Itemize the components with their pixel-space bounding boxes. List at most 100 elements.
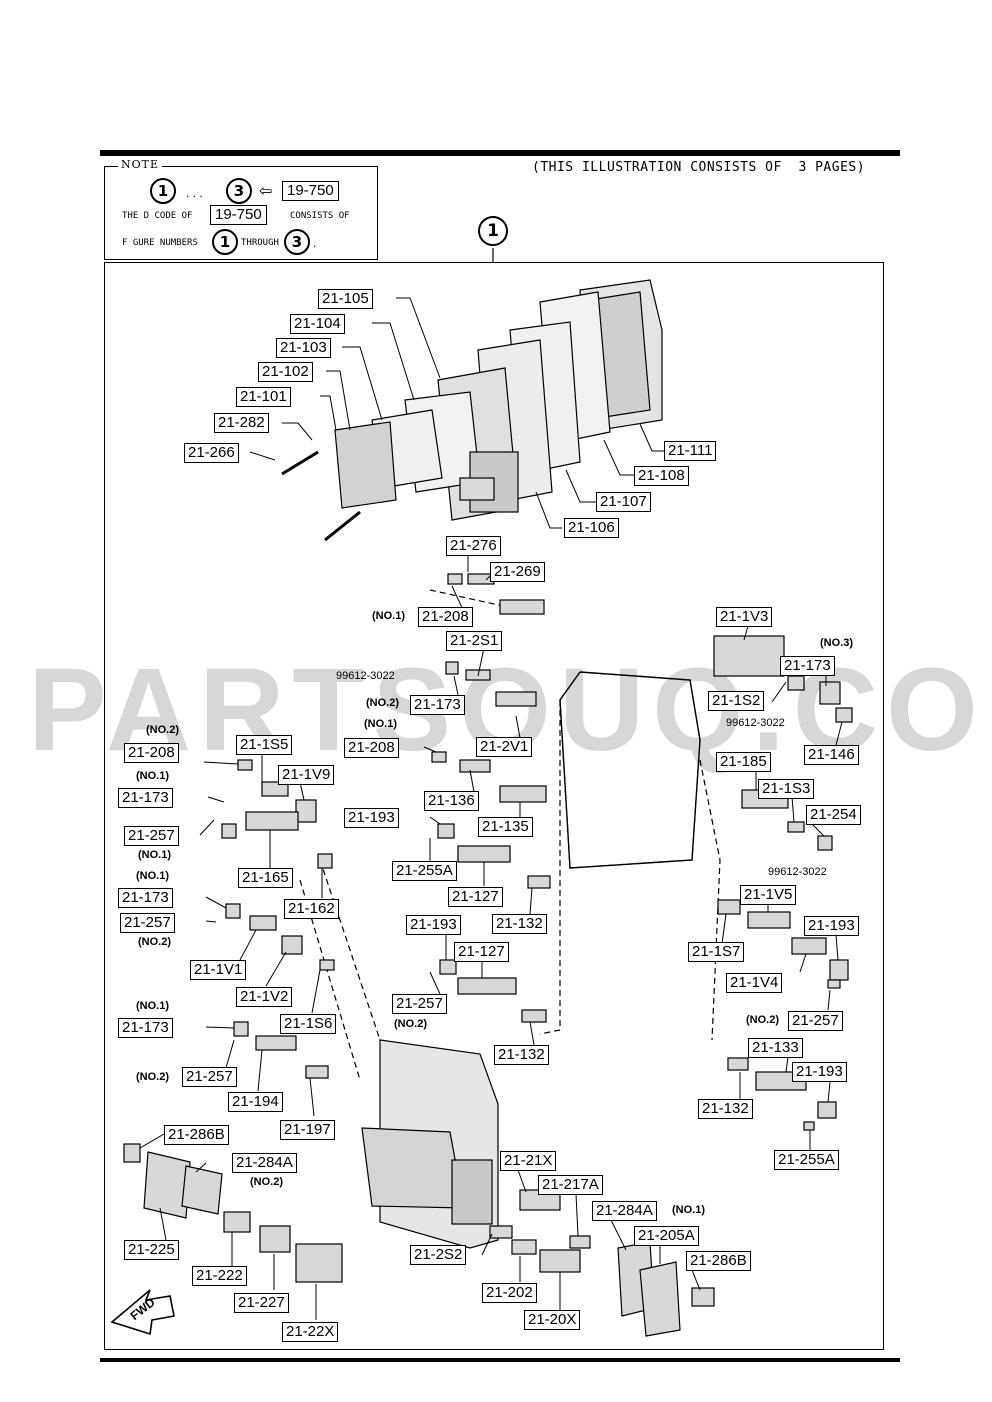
note-line2-code: 19-750 <box>210 205 267 225</box>
qualifier-no1-208-mid: (NO.1) <box>364 718 397 730</box>
label-21-1v4: 21-1V4 <box>726 973 783 993</box>
label-21-108: 21-108 <box>634 466 689 486</box>
label-21-269: 21-269 <box>490 562 545 582</box>
qualifier-no3-173: (NO.3) <box>820 637 853 649</box>
label-21-266: 21-266 <box>184 443 239 463</box>
qualifier-no2-257-a: (NO.2) <box>138 936 171 948</box>
label-21-133: 21-133 <box>748 1038 803 1058</box>
label-21-2v1: 21-2V1 <box>476 737 533 757</box>
label-21-136: 21-136 <box>424 791 479 811</box>
note-line3-pre: F GURE NUMBERS <box>122 238 198 248</box>
label-21-21x: 21-21X <box>500 1151 557 1171</box>
label-21-111: 21-111 <box>664 441 717 461</box>
label-21-1v9: 21-1V9 <box>278 765 335 785</box>
label-21-173-no1-a: 21-173 <box>118 788 173 808</box>
label-21-276: 21-276 <box>446 536 501 556</box>
label-21-1v3: 21-1V3 <box>716 607 773 627</box>
part-number-99612-3022-c: 99612-3022 <box>768 866 827 878</box>
valve-body-upper <box>281 279 663 542</box>
illustration-frame <box>104 262 884 1350</box>
label-21-132-b: 21-132 <box>494 1045 549 1065</box>
label-21-2s1: 21-2S1 <box>446 631 503 651</box>
label-21-1s6: 21-1S6 <box>280 1014 337 1034</box>
note-line3-end: . <box>313 238 317 250</box>
label-21-1v2: 21-1V2 <box>236 987 293 1007</box>
label-21-2s2: 21-2S2 <box>410 1245 467 1265</box>
label-21-1s3: 21-1S3 <box>758 779 815 799</box>
label-21-132-a: 21-132 <box>492 914 547 934</box>
figure-marker: 1 <box>478 216 508 246</box>
note-circle-start: 1 <box>150 178 176 204</box>
note-line3-mid: THROUGH <box>241 238 279 248</box>
label-21-202: 21-202 <box>482 1283 537 1303</box>
label-21-284a-no2: 21-284A <box>232 1153 297 1173</box>
qualifier-no1-173-b: (NO.1) <box>136 870 169 882</box>
small-parts <box>123 573 853 1337</box>
qualifier-no2-257-b: (NO.2) <box>136 1071 169 1083</box>
note-line2-post: CONSISTS OF <box>290 211 350 221</box>
label-21-208-no1-top: 21-208 <box>418 607 473 627</box>
top-rule <box>100 150 900 156</box>
label-21-127-a: 21-127 <box>448 887 503 907</box>
label-21-205a: 21-205A <box>634 1226 699 1246</box>
label-21-127-b: 21-127 <box>454 942 509 962</box>
qualifier-no1-173-a: (NO.1) <box>136 770 169 782</box>
qualifier-no2-257-right: (NO.2) <box>746 1014 779 1026</box>
label-21-193-b: 21-193 <box>406 915 461 935</box>
label-21-197: 21-197 <box>280 1120 335 1140</box>
bottom-rule <box>100 1358 900 1362</box>
qualifier-no2-284a: (NO.2) <box>250 1176 283 1188</box>
label-21-101: 21-101 <box>236 387 291 407</box>
note-circle-end: 3 <box>226 178 252 204</box>
label-21-162: 21-162 <box>284 899 339 919</box>
label-21-1v5: 21-1V5 <box>740 885 797 905</box>
qualifier-no1-257: (NO.1) <box>138 849 171 861</box>
part-number-99612-3022-a: 99612-3022 <box>336 670 395 682</box>
label-21-132-c: 21-132 <box>698 1099 753 1119</box>
qualifier-no1-173-c: (NO.1) <box>136 1000 169 1012</box>
label-21-208-no1-mid: 21-208 <box>344 738 399 758</box>
part-number-99612-3022-b: 99612-3022 <box>726 717 785 729</box>
label-21-173-no3: 21-173 <box>780 656 835 676</box>
label-21-254: 21-254 <box>806 805 861 825</box>
qualifier-no2-173: (NO.2) <box>366 697 399 709</box>
label-21-193-a: 21-193 <box>344 808 399 828</box>
label-21-193-d: 21-193 <box>792 1062 847 1082</box>
label-21-135: 21-135 <box>478 817 533 837</box>
label-21-257-no2-b: 21-257 <box>182 1067 237 1087</box>
label-21-105: 21-105 <box>318 289 373 309</box>
label-21-257-no1: 21-257 <box>124 826 179 846</box>
label-21-217a: 21-217A <box>538 1175 603 1195</box>
label-21-165: 21-165 <box>238 868 293 888</box>
note-box <box>104 166 378 260</box>
label-21-22x: 21-22X <box>282 1322 339 1342</box>
label-21-225: 21-225 <box>124 1240 179 1260</box>
label-21-1s5: 21-1S5 <box>236 735 293 755</box>
label-21-255a-b: 21-255A <box>774 1150 839 1170</box>
label-21-104: 21-104 <box>290 314 345 334</box>
label-21-106: 21-106 <box>564 518 619 538</box>
label-21-222: 21-222 <box>192 1266 247 1286</box>
qualifier-no2-208: (NO.2) <box>146 724 179 736</box>
label-21-227: 21-227 <box>234 1293 289 1313</box>
note-code-box: 19-750 <box>282 181 339 201</box>
label-21-286b-left: 21-286B <box>164 1125 229 1145</box>
label-21-1v1: 21-1V1 <box>190 960 247 980</box>
qualifier-no1-284a: (NO.1) <box>672 1204 705 1216</box>
label-21-257-no2-a: 21-257 <box>120 913 175 933</box>
label-21-257-no2-right: 21-257 <box>788 1011 843 1031</box>
label-21-107: 21-107 <box>596 492 651 512</box>
label-21-194: 21-194 <box>228 1092 283 1112</box>
note-arrow-icon: ⇦ <box>259 183 273 200</box>
label-21-286b-right: 21-286B <box>686 1251 751 1271</box>
label-21-103: 21-103 <box>276 338 331 358</box>
label-21-20x: 21-20X <box>524 1310 581 1330</box>
label-21-173-no1-b: 21-173 <box>118 888 173 908</box>
note-line2-pre: THE D CODE OF <box>122 211 193 221</box>
note-dots: . . . <box>186 186 203 200</box>
label-21-173-no1-c: 21-173 <box>118 1018 173 1038</box>
label-21-1s2: 21-1S2 <box>708 691 765 711</box>
label-21-284a-no1: 21-284A <box>592 1201 657 1221</box>
label-21-282: 21-282 <box>214 413 269 433</box>
